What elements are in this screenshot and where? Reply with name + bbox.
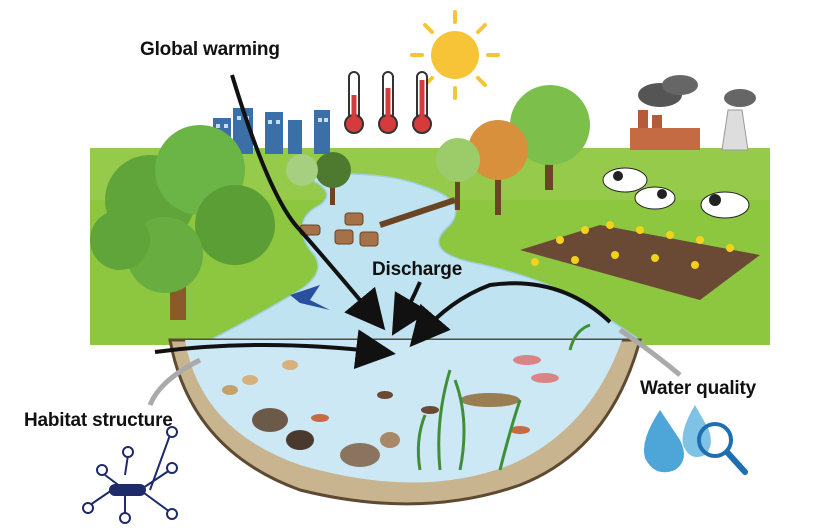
label-water-quality: Water quality <box>640 378 756 399</box>
cow-icon <box>602 167 750 219</box>
factory-icon <box>630 75 756 151</box>
label-discharge: Discharge <box>372 259 463 280</box>
label-global-warming: Global warming <box>140 39 280 60</box>
stones <box>252 408 400 467</box>
swallow-icon <box>290 285 330 310</box>
network-icon <box>82 426 178 524</box>
water-quality-connector <box>618 327 682 377</box>
thermometer-icon <box>344 71 432 134</box>
arrow-water-quality <box>409 281 612 348</box>
habitat-connector <box>147 357 202 407</box>
tree-icon <box>90 125 275 320</box>
sun-icon <box>410 10 500 100</box>
insect-icon <box>222 360 530 434</box>
crop-field <box>520 221 760 300</box>
arrow-global-warming <box>230 74 386 331</box>
tree-icon <box>286 85 590 215</box>
log-icon <box>299 197 456 247</box>
label-habitat-structure: Habitat structure <box>24 410 173 431</box>
water-drop-icon <box>644 405 711 473</box>
aquatic-plants <box>416 323 591 471</box>
fish-icon <box>460 355 559 407</box>
arrow-discharge <box>391 281 430 336</box>
arrows <box>154 74 612 370</box>
arrow-habitat-structure <box>154 329 396 370</box>
magnifier-icon <box>697 422 748 475</box>
